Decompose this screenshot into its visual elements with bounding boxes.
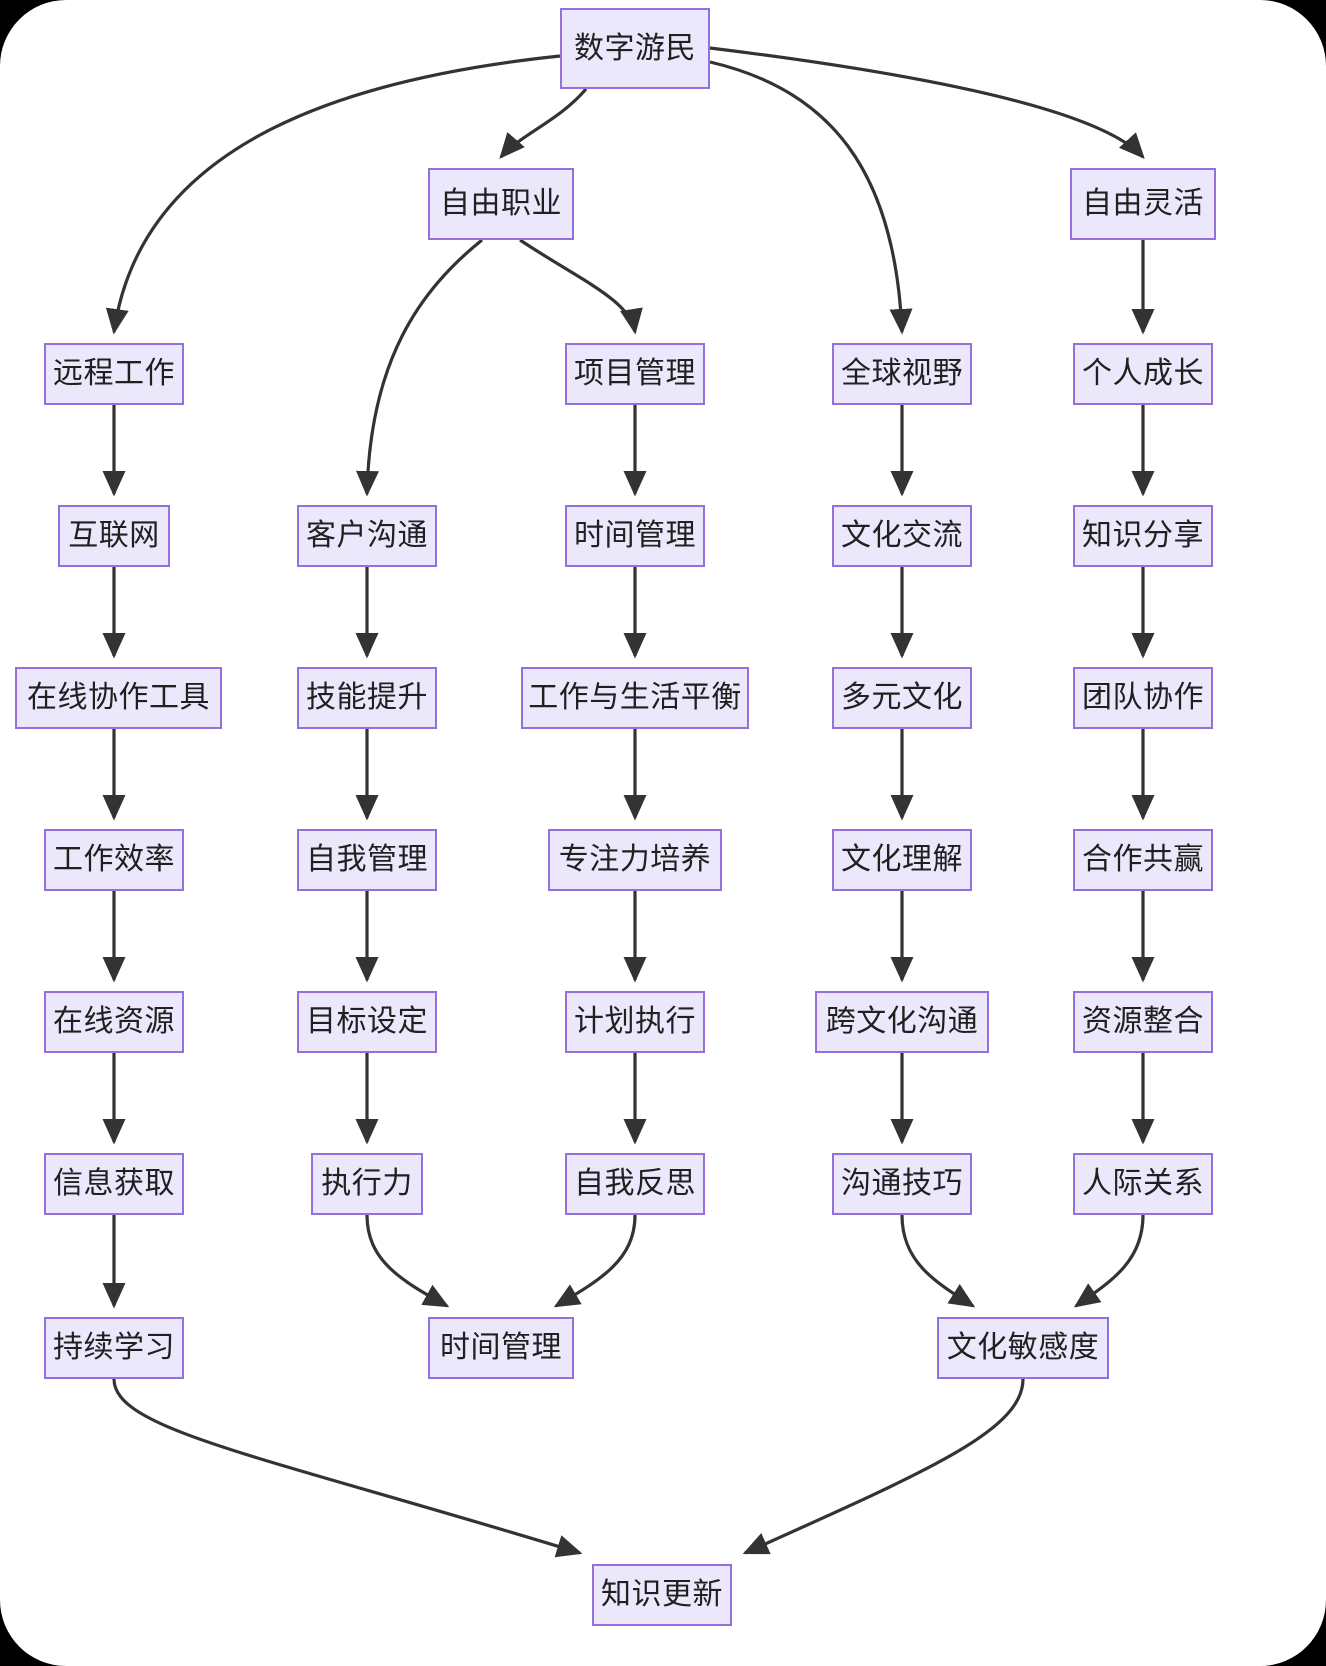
node-label: 文化理解 xyxy=(841,843,963,876)
node-label: 数字游民 xyxy=(574,31,696,65)
node-label: 跨文化沟通 xyxy=(825,1005,979,1038)
node-n_c4_2[interactable]: 文化交流 xyxy=(832,505,972,567)
node-n_c2_7[interactable]: 时间管理 xyxy=(428,1317,574,1379)
node-n_c2_0[interactable]: 自由职业 xyxy=(428,168,574,240)
node-n_c4_1[interactable]: 全球视野 xyxy=(832,343,972,405)
edge-n_c5_6-to-n_c4_7 xyxy=(1073,1214,1145,1308)
node-n_c1_2[interactable]: 互联网 xyxy=(58,505,170,567)
node-n_c2_3[interactable]: 技能提升 xyxy=(297,667,437,729)
node-n_c5_2[interactable]: 知识分享 xyxy=(1073,505,1213,567)
node-n_c2_2[interactable]: 客户沟通 xyxy=(297,505,437,567)
node-label: 沟通技巧 xyxy=(841,1167,963,1200)
edge-n_c2_0-to-n_c2_2 xyxy=(356,238,484,497)
node-n_c5_1[interactable]: 个人成长 xyxy=(1073,343,1213,405)
node-label: 知识更新 xyxy=(601,1578,723,1611)
node-n_c4_6[interactable]: 沟通技巧 xyxy=(832,1153,972,1215)
node-label: 技能提升 xyxy=(306,681,428,714)
node-label: 自由职业 xyxy=(440,187,562,220)
edge-n_root-to-n_c4_1 xyxy=(709,60,913,335)
node-label: 资源整合 xyxy=(1082,1005,1204,1038)
node-label: 文化敏感度 xyxy=(946,1331,1100,1364)
node-label: 工作效率 xyxy=(53,843,175,876)
edge-n_c1_7-to-n_final xyxy=(112,1378,583,1558)
node-label: 合作共赢 xyxy=(1082,843,1204,876)
node-n_final[interactable]: 知识更新 xyxy=(592,1564,732,1626)
node-n_c3_6[interactable]: 自我反思 xyxy=(565,1153,705,1215)
node-n_c2_4[interactable]: 自我管理 xyxy=(297,829,437,891)
node-n_c4_3[interactable]: 多元文化 xyxy=(832,667,972,729)
node-label: 互联网 xyxy=(68,519,160,552)
node-label: 持续学习 xyxy=(53,1331,175,1364)
edge-n_c2_0-to-n_c2_1 xyxy=(519,238,643,335)
node-label: 知识分享 xyxy=(1082,519,1204,552)
node-label: 工作与生活平衡 xyxy=(528,681,742,714)
node-label: 文化交流 xyxy=(841,519,963,552)
edge-n_c4_7-to-n_final xyxy=(742,1378,1025,1555)
node-label: 时间管理 xyxy=(440,1331,562,1364)
node-label: 自我反思 xyxy=(574,1167,696,1200)
node-n_c1_7[interactable]: 持续学习 xyxy=(44,1317,184,1379)
node-n_c4_7[interactable]: 文化敏感度 xyxy=(937,1317,1109,1379)
node-label: 时间管理 xyxy=(574,519,696,552)
node-label: 执行力 xyxy=(321,1167,413,1200)
node-n_c3_2[interactable]: 时间管理 xyxy=(565,505,705,567)
edge-n_c4_6-to-n_c4_7 xyxy=(900,1214,976,1308)
node-n_c5_0[interactable]: 自由灵活 xyxy=(1070,168,1216,240)
node-n_c2_5[interactable]: 目标设定 xyxy=(297,991,437,1053)
node-n_c2_1[interactable]: 项目管理 xyxy=(565,343,705,405)
node-label: 信息获取 xyxy=(53,1167,175,1200)
node-label: 自我管理 xyxy=(306,843,428,876)
node-n_c3_3[interactable]: 工作与生活平衡 xyxy=(521,667,749,729)
node-n_c5_3[interactable]: 团队协作 xyxy=(1073,667,1213,729)
edge-n_c3_6-to-n_c2_7 xyxy=(553,1214,637,1308)
node-label: 自由灵活 xyxy=(1082,187,1204,220)
node-label: 远程工作 xyxy=(53,357,175,390)
edge-n_c2_6-to-n_c2_7 xyxy=(365,1214,450,1308)
node-label: 项目管理 xyxy=(574,357,696,390)
node-n_c5_6[interactable]: 人际关系 xyxy=(1073,1153,1213,1215)
node-n_c4_4[interactable]: 文化理解 xyxy=(832,829,972,891)
node-n_c1_3[interactable]: 在线协作工具 xyxy=(15,667,222,729)
node-n_c5_5[interactable]: 资源整合 xyxy=(1073,991,1213,1053)
node-n_c3_5[interactable]: 计划执行 xyxy=(565,991,705,1053)
node-n_c2_6[interactable]: 执行力 xyxy=(311,1153,423,1215)
node-label: 在线协作工具 xyxy=(27,681,210,714)
edge-n_root-to-n_c5_0 xyxy=(709,46,1145,159)
node-label: 目标设定 xyxy=(306,1005,428,1038)
node-label: 客户沟通 xyxy=(306,519,428,552)
node-label: 专注力培养 xyxy=(558,843,712,876)
node-label: 多元文化 xyxy=(841,681,963,714)
node-label: 计划执行 xyxy=(574,1005,696,1038)
node-n_c1_4[interactable]: 工作效率 xyxy=(44,829,184,891)
node-label: 人际关系 xyxy=(1082,1167,1204,1200)
node-n_root[interactable]: 数字游民 xyxy=(560,8,710,89)
node-n_c5_4[interactable]: 合作共赢 xyxy=(1073,829,1213,891)
node-n_c1_5[interactable]: 在线资源 xyxy=(44,991,184,1053)
node-n_c1_6[interactable]: 信息获取 xyxy=(44,1153,184,1215)
node-label: 团队协作 xyxy=(1082,681,1204,714)
node-label: 个人成长 xyxy=(1082,357,1204,390)
node-label: 全球视野 xyxy=(841,357,963,390)
node-label: 在线资源 xyxy=(53,1005,175,1038)
edge-n_root-to-n_c2_0 xyxy=(499,87,588,159)
node-n_c3_4[interactable]: 专注力培养 xyxy=(548,829,722,891)
node-n_c1_1[interactable]: 远程工作 xyxy=(44,343,184,405)
node-n_c4_5[interactable]: 跨文化沟通 xyxy=(815,991,989,1053)
